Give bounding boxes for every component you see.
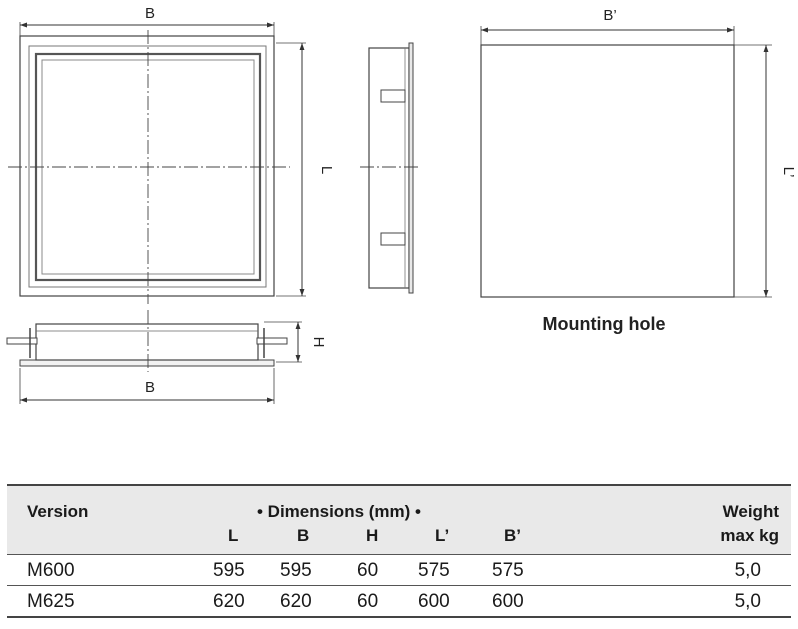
table-row: M600 595 595 60 575 575 5,0 [7,555,791,586]
column-header-Lp: L’ [435,526,450,545]
H-cell: 60 [357,591,379,612]
hole-height-label: L’ [780,167,797,178]
weight-cell: 5,0 [734,591,761,612]
front-height-label: L [318,166,335,174]
column-header-Bp: B’ [504,526,521,545]
Bp-cell: 575 [492,560,524,581]
front-view: B L [8,5,335,304]
weight-cell: 5,0 [734,560,761,581]
side-view [360,42,420,294]
front-width-label: B [145,5,155,22]
Lp-cell: 600 [418,591,450,612]
L-cell: 595 [213,560,245,581]
version-cell: M625 [27,591,75,612]
table-header: Version • Dimensions (mm) • Weight L B H… [7,484,791,555]
L-cell: 620 [213,591,245,612]
weight-header-line1: Weight [722,502,779,521]
top-view-width-label: B [145,379,155,396]
technical-drawing: B L H B [6,5,797,404]
Bp-cell: 600 [492,591,524,612]
column-header-L: L [228,526,239,545]
dimensions-header: • Dimensions (mm) • [257,502,421,521]
B-cell: 595 [280,560,312,581]
weight-header-line2: max kg [720,526,779,545]
B-cell: 620 [280,591,312,612]
version-cell: M600 [27,560,75,581]
H-cell: 60 [357,560,379,581]
Lp-cell: 575 [418,560,450,581]
version-header: Version [27,502,89,521]
table-row: M625 620 620 60 600 600 5,0 [7,586,791,618]
mounting-hole-view: B’ L’ Mounting hole [480,7,797,334]
top-view: H B [6,310,327,404]
mounting-hole-caption: Mounting hole [543,314,666,334]
column-header-B: B [297,526,310,545]
hole-width-label: B’ [603,7,616,24]
dimensions-table: Version • Dimensions (mm) • Weight L B H… [7,484,791,618]
column-header-H: H [366,526,379,545]
top-view-height-label: H [310,337,327,348]
